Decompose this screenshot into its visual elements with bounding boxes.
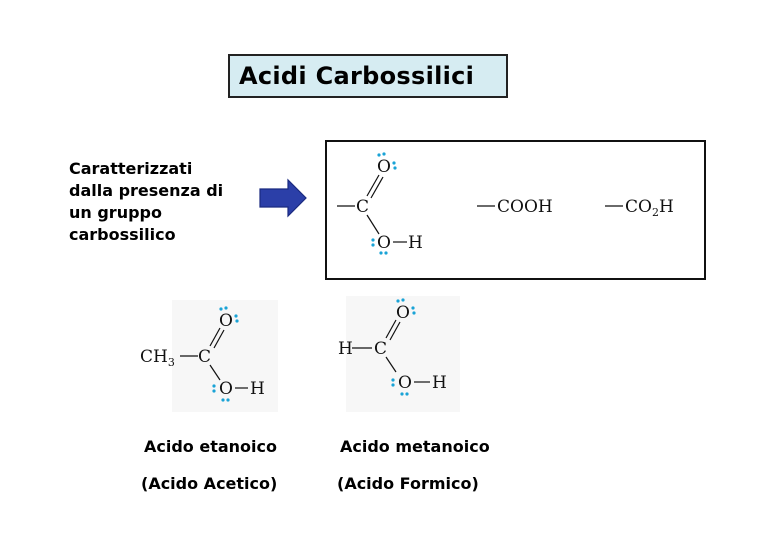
lone-pair-icon <box>371 238 388 255</box>
atom-o-top: O <box>396 303 410 323</box>
lone-pair-icon <box>212 384 230 402</box>
formic-acid-structure: H C O O H <box>338 298 447 396</box>
atom-oh-o: O <box>398 373 412 393</box>
acetic-acid-structure: CH3 C O O H <box>140 306 265 402</box>
formic-acid-common-name: (Acido Formico) <box>337 474 479 493</box>
lone-pair-icon <box>377 152 397 170</box>
description-line: dalla presenza di <box>69 181 224 200</box>
right-arrow-icon <box>259 178 307 218</box>
atom-ch3: CH3 <box>140 347 175 369</box>
description-line: carbossilico <box>69 225 176 244</box>
acetic-acid-name: Acido etanoico <box>144 437 278 456</box>
atom-oh-h: H <box>408 233 423 253</box>
lone-pair-icon <box>396 298 416 315</box>
lone-pair-icon <box>391 378 409 396</box>
atom-o-top: O <box>219 311 233 331</box>
description-line: Caratterizzati <box>69 159 193 178</box>
atom-oh-h: H <box>432 373 447 393</box>
formic-acid-structure-bg <box>346 296 460 412</box>
atom-c: C <box>356 197 369 217</box>
description: Caratterizzati dalla presenza di un grup… <box>69 158 249 246</box>
atom-c: C <box>374 339 387 359</box>
atom-oh-o: O <box>377 233 391 253</box>
page-title: Acidi Carbossilici <box>239 62 475 90</box>
lone-pair-icon <box>219 306 239 323</box>
acetic-acid-common-name: (Acido Acetico) <box>141 474 278 493</box>
carboxyl-group-box: C O O H COOH CO2H <box>325 140 706 280</box>
atom-oh-o: O <box>219 379 233 399</box>
atom-c: C <box>198 347 211 367</box>
description-line: un gruppo <box>69 203 162 222</box>
atom-h: H <box>338 339 353 359</box>
atom-oh-h: H <box>250 379 265 399</box>
formic-acid-name: Acido metanoico <box>340 437 490 456</box>
formula-co2h: CO2H <box>625 197 674 219</box>
title-box: Acidi Carbossilici <box>228 54 508 98</box>
formula-cooh: COOH <box>497 197 553 217</box>
atom-o-top: O <box>377 157 391 177</box>
carboxyl-structure: C O O H COOH CO2H <box>337 152 674 255</box>
